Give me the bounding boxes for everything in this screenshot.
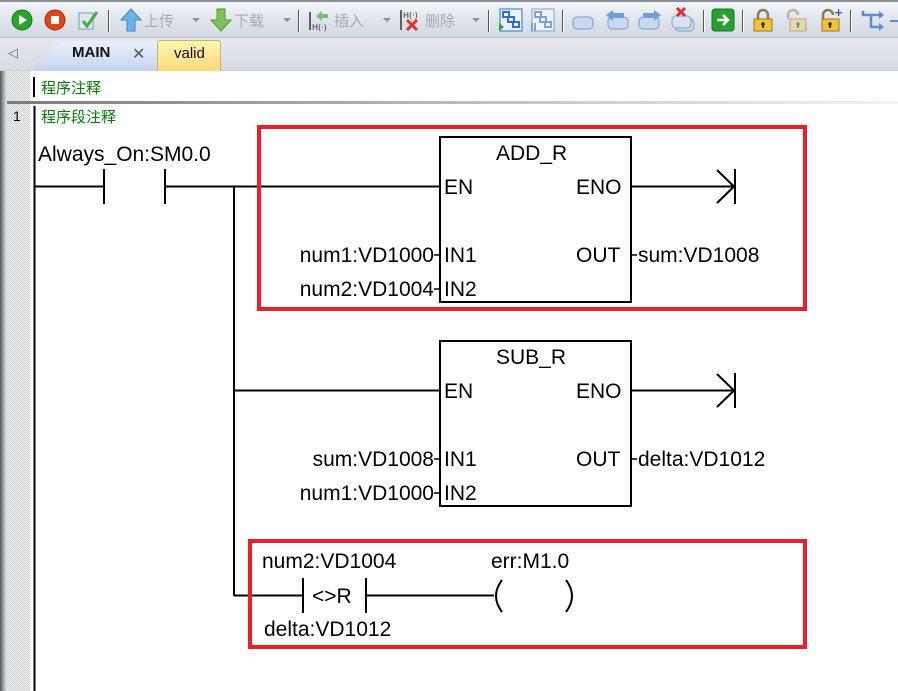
- add-r-en-pin: EN: [444, 176, 473, 199]
- add-r-out-value[interactable]: sum:VD1008: [638, 244, 759, 267]
- program-status-button[interactable]: [497, 7, 523, 33]
- add-r-box[interactable]: [439, 136, 632, 303]
- add-r-eno-end-icon: [716, 169, 736, 204]
- insert-icon: H(·): [309, 11, 328, 32]
- tab-valid-label[interactable]: valid: [174, 45, 205, 62]
- download-label: 下载: [234, 11, 265, 30]
- previous-bookmark-button[interactable]: [604, 7, 630, 33]
- next-bookmark-icon: [638, 10, 661, 30]
- add-r-eno-pin: ENO: [576, 176, 622, 199]
- sub-r-in1-pin: IN1: [444, 448, 477, 471]
- goto-icon: [711, 8, 735, 32]
- stop-button[interactable]: [43, 7, 67, 33]
- sub-r-eno-pin: ENO: [576, 380, 622, 403]
- branch-button[interactable]: [859, 7, 885, 33]
- upload-arrow-icon: [120, 8, 142, 32]
- sub-r-eno-end-icon: [716, 373, 736, 408]
- branch-icon: [861, 11, 884, 31]
- contact-always-on[interactable]: [35, 169, 166, 204]
- sub-r-in1-value[interactable]: sum:VD1008: [313, 448, 434, 471]
- unlock-icon: [786, 8, 807, 32]
- add-r-in1-pin: IN1: [444, 244, 477, 267]
- tab-scroll-left-icon[interactable]: ◁: [8, 46, 18, 61]
- lock-button[interactable]: [751, 7, 775, 33]
- svg-text:H(·): H(·): [403, 11, 418, 20]
- svg-text:H(·): H(·): [312, 23, 327, 32]
- toggle-bookmark-button[interactable]: [571, 7, 595, 33]
- network-comment[interactable]: 程序段注释: [41, 108, 117, 126]
- toolbar-overflow[interactable]: [890, 20, 898, 22]
- insert-button[interactable]: H(·) 插入: [308, 7, 364, 33]
- compile-button[interactable]: [76, 7, 100, 33]
- program-status-icon: [499, 8, 523, 32]
- trend-view-button[interactable]: [529, 7, 555, 33]
- download-arrow-icon: [210, 8, 232, 32]
- network-number[interactable]: 1: [13, 108, 21, 124]
- contact-label: Always_On:SM0.0: [38, 143, 211, 166]
- download-dropdown[interactable]: [283, 18, 291, 22]
- coil-err[interactable]: [495, 579, 573, 613]
- toggle-bookmark-icon: [572, 16, 594, 30]
- comment-divider: [7, 101, 898, 104]
- download-button[interactable]: 下载: [210, 7, 264, 33]
- run-button[interactable]: [10, 7, 34, 33]
- unlock-button[interactable]: [784, 7, 808, 33]
- comment-marker: [33, 77, 35, 97]
- goto-button[interactable]: [711, 7, 735, 33]
- insert-label: 插入: [334, 11, 365, 30]
- remove-bookmarks-button[interactable]: [670, 7, 696, 33]
- add-r-out-pin: OUT: [576, 244, 621, 267]
- lock-add-icon: +: [821, 7, 843, 32]
- lock-icon: [753, 8, 773, 32]
- add-r-title: ADD_R: [496, 142, 567, 165]
- sub-r-title: SUB_R: [496, 346, 566, 369]
- upload-dropdown[interactable]: [192, 18, 200, 22]
- sub-r-in2-value[interactable]: num1:VD1000: [300, 482, 434, 505]
- delete-icon: H(·): [400, 10, 419, 32]
- delete-button[interactable]: H(·) 删除: [399, 7, 455, 33]
- sub-r-out-value[interactable]: delta:VD1012: [638, 448, 765, 471]
- gutter-edge: [0, 71, 6, 691]
- lock-add-button[interactable]: +: [817, 7, 843, 33]
- program-comment[interactable]: 程序注释: [41, 79, 102, 97]
- tab-bar: ◁: [0, 38, 898, 71]
- remove-bookmarks-icon: [671, 7, 695, 32]
- previous-bookmark-icon: [606, 10, 629, 30]
- highlight-box-add: [257, 125, 807, 311]
- trend-view-icon: [531, 8, 555, 32]
- coil-label[interactable]: err:M1.0: [491, 550, 569, 573]
- compile-check-icon: [78, 11, 99, 30]
- compare-operator: <>R: [312, 585, 352, 608]
- upload-button[interactable]: 上传: [120, 7, 174, 33]
- sub-r-box[interactable]: [439, 340, 632, 507]
- add-r-in2-pin: IN2: [444, 278, 477, 301]
- sub-r-out-pin: OUT: [576, 448, 621, 471]
- run-icon: [11, 9, 33, 31]
- sub-r-en-pin: EN: [444, 380, 473, 403]
- tab-valid[interactable]: [157, 40, 221, 71]
- add-r-in1-value[interactable]: num1:VD1000: [300, 244, 434, 267]
- insert-dropdown[interactable]: [383, 18, 391, 22]
- highlight-box-compare: [248, 539, 807, 649]
- sub-r-in2-pin: IN2: [444, 482, 477, 505]
- delete-label: 删除: [425, 11, 456, 30]
- toolbar: 上传 下载 H(·) 插入 H(·) 删除: [0, 0, 898, 38]
- add-r-in2-value[interactable]: num2:VD1004: [300, 278, 435, 301]
- compare-top-operand[interactable]: num2:VD1004: [262, 550, 397, 573]
- compare-bottom-operand[interactable]: delta:VD1012: [264, 618, 391, 641]
- stop-icon: [44, 9, 66, 31]
- tab-main-label[interactable]: MAIN: [72, 44, 111, 61]
- next-bookmark-button[interactable]: [637, 7, 663, 33]
- svg-text:+: +: [834, 7, 843, 19]
- delete-dropdown[interactable]: [472, 18, 480, 22]
- upload-label: 上传: [144, 11, 175, 30]
- tab-close-icon[interactable]: ✕: [132, 44, 146, 63]
